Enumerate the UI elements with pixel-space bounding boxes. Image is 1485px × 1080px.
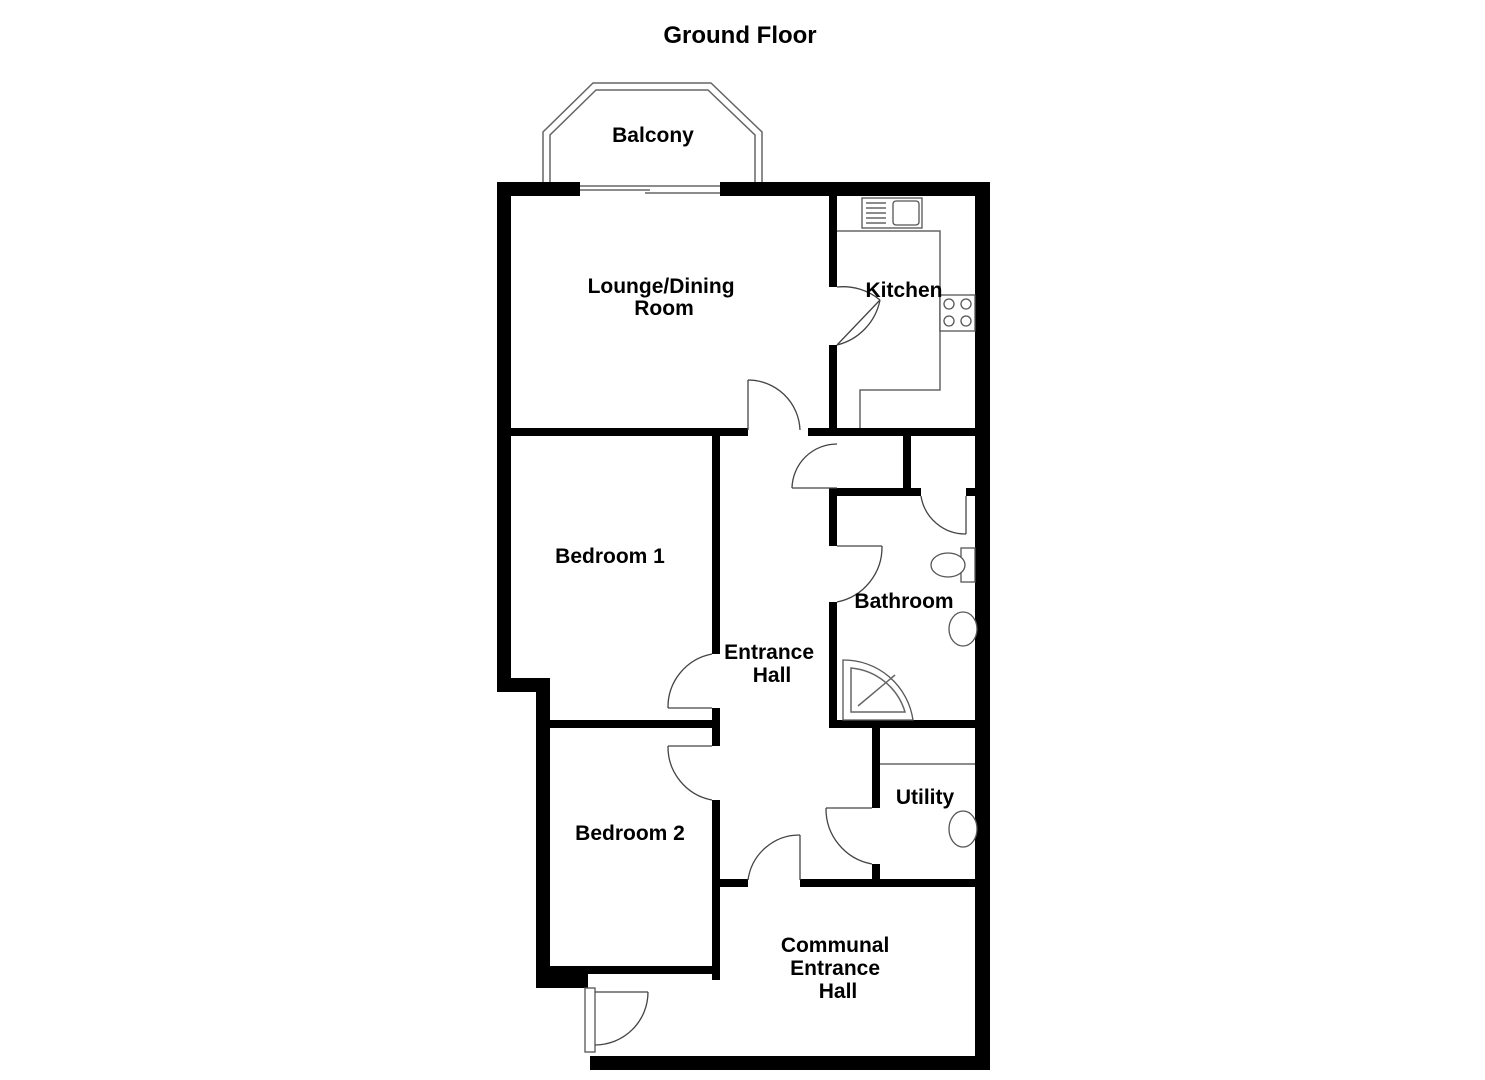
room-label-communal-entrance-hall: Communal Entrance Hall <box>781 934 895 1003</box>
room-label-kitchen: Kitchen <box>865 279 942 302</box>
room-label-balcony: Balcony <box>612 124 694 147</box>
room-label-bedroom-2: Bedroom 2 <box>575 822 685 845</box>
balcony-outline <box>542 82 763 183</box>
bathroom-basin-icon <box>948 611 978 647</box>
kitchen-worktop <box>837 197 976 428</box>
room-label-entrance-hall: Entrance Hall <box>724 641 820 687</box>
room-label-utility: Utility <box>896 786 955 809</box>
room-label-lounge: Lounge/Dining Room <box>588 275 741 320</box>
sliding-door <box>580 185 720 194</box>
doors <box>584 286 967 1053</box>
floor-title: Ground Floor <box>663 22 816 49</box>
room-label-bedroom-1: Bedroom 1 <box>555 545 665 568</box>
utility-fixtures <box>880 763 978 848</box>
room-label-bathroom: Bathroom <box>854 590 953 613</box>
toilet-icon <box>930 552 966 578</box>
bathroom-fixtures <box>842 547 978 721</box>
internal-walls <box>510 195 976 980</box>
kitchen-sink-icon <box>892 200 920 226</box>
utility-sink-icon <box>948 810 978 848</box>
external-walls <box>497 182 990 1070</box>
